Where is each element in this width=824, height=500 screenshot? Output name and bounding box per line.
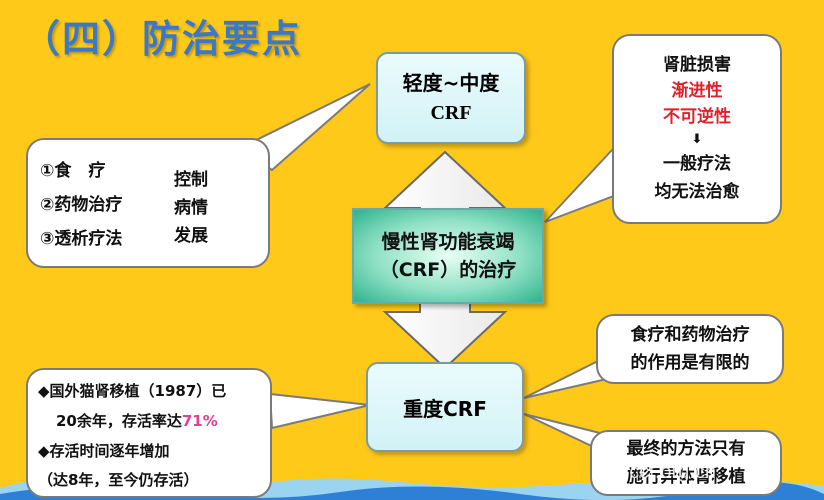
damage-line-4: 一般疗法 <box>663 154 731 174</box>
history-line-2: 20余年，存活率达71% <box>38 406 270 436</box>
center-line-1: 慢性肾功能衰竭 <box>381 231 515 253</box>
down-arrow-icon: ⬇ <box>691 132 703 147</box>
control-text: 控制 病情 发展 <box>174 166 208 250</box>
center-treatment-box: 慢性肾功能衰竭 （CRF）的治疗 <box>352 208 544 304</box>
control-line-1: 控制 <box>174 170 208 190</box>
severe-crf-box: 重度CRF <box>366 362 524 452</box>
history-line-4: （达8年，至今仍存活） <box>38 471 199 489</box>
survival-rate: 71% <box>181 412 218 430</box>
mild-line-1: 轻度~中度 <box>402 71 500 95</box>
transplant-box: 最终的方法只有 施行异体肾移植 <box>590 430 782 496</box>
center-line-2: （CRF）的治疗 <box>379 259 517 281</box>
control-line-2: 病情 <box>174 198 208 218</box>
history-line-2-text: 20余年，存活率达 <box>56 412 182 430</box>
severe-line-1: 重度CRF <box>403 396 487 421</box>
therapy-item-1: ①食 疗 <box>40 161 106 181</box>
limited-line-2: 的作用是有限的 <box>630 353 750 373</box>
kidney-damage-box: 肾脏损害 渐进性 不可逆性 ⬇ 一般疗法 均无法治愈 <box>612 34 782 224</box>
page-title: （四）防治要点 <box>22 17 303 61</box>
mild-line-2: CRF <box>430 102 472 124</box>
mild-crf-box: 轻度~中度 CRF <box>376 52 526 144</box>
transplant-history-box: ◆国外猫肾移植（1987）已 20余年，存活率达71% ◆存活时间逐年增加 （达… <box>26 368 272 498</box>
transplant-line-2: 施行异体肾移植 <box>626 467 746 487</box>
limited-line-1: 食疗和药物治疗 <box>630 325 750 345</box>
damage-line-2: 渐进性 <box>671 81 723 101</box>
therapy-item-3: ③透析疗法 <box>40 229 123 249</box>
damage-line-5: 均无法治愈 <box>654 182 740 202</box>
control-line-3: 发展 <box>174 226 208 246</box>
damage-line-1: 肾脏损害 <box>663 55 731 75</box>
history-line-3: ◆存活时间逐年增加 <box>38 442 170 460</box>
left-therapy-box: ①食 疗 ②药物治疗 ③透析疗法 控制 病情 发展 <box>26 138 270 268</box>
limited-effect-box: 食疗和药物治疗 的作用是有限的 <box>596 314 784 384</box>
damage-line-3: 不可逆性 <box>663 107 731 127</box>
therapy-list: ①食 疗 ②药物治疗 ③透析疗法 <box>40 154 122 256</box>
therapy-item-2: ②药物治疗 <box>40 195 123 215</box>
watermark: hdcct.org.cn <box>607 461 716 483</box>
transplant-line-1: 最终的方法只有 <box>626 439 746 459</box>
history-line-1: ◆国外猫肾移植（1987）已 <box>38 382 227 400</box>
